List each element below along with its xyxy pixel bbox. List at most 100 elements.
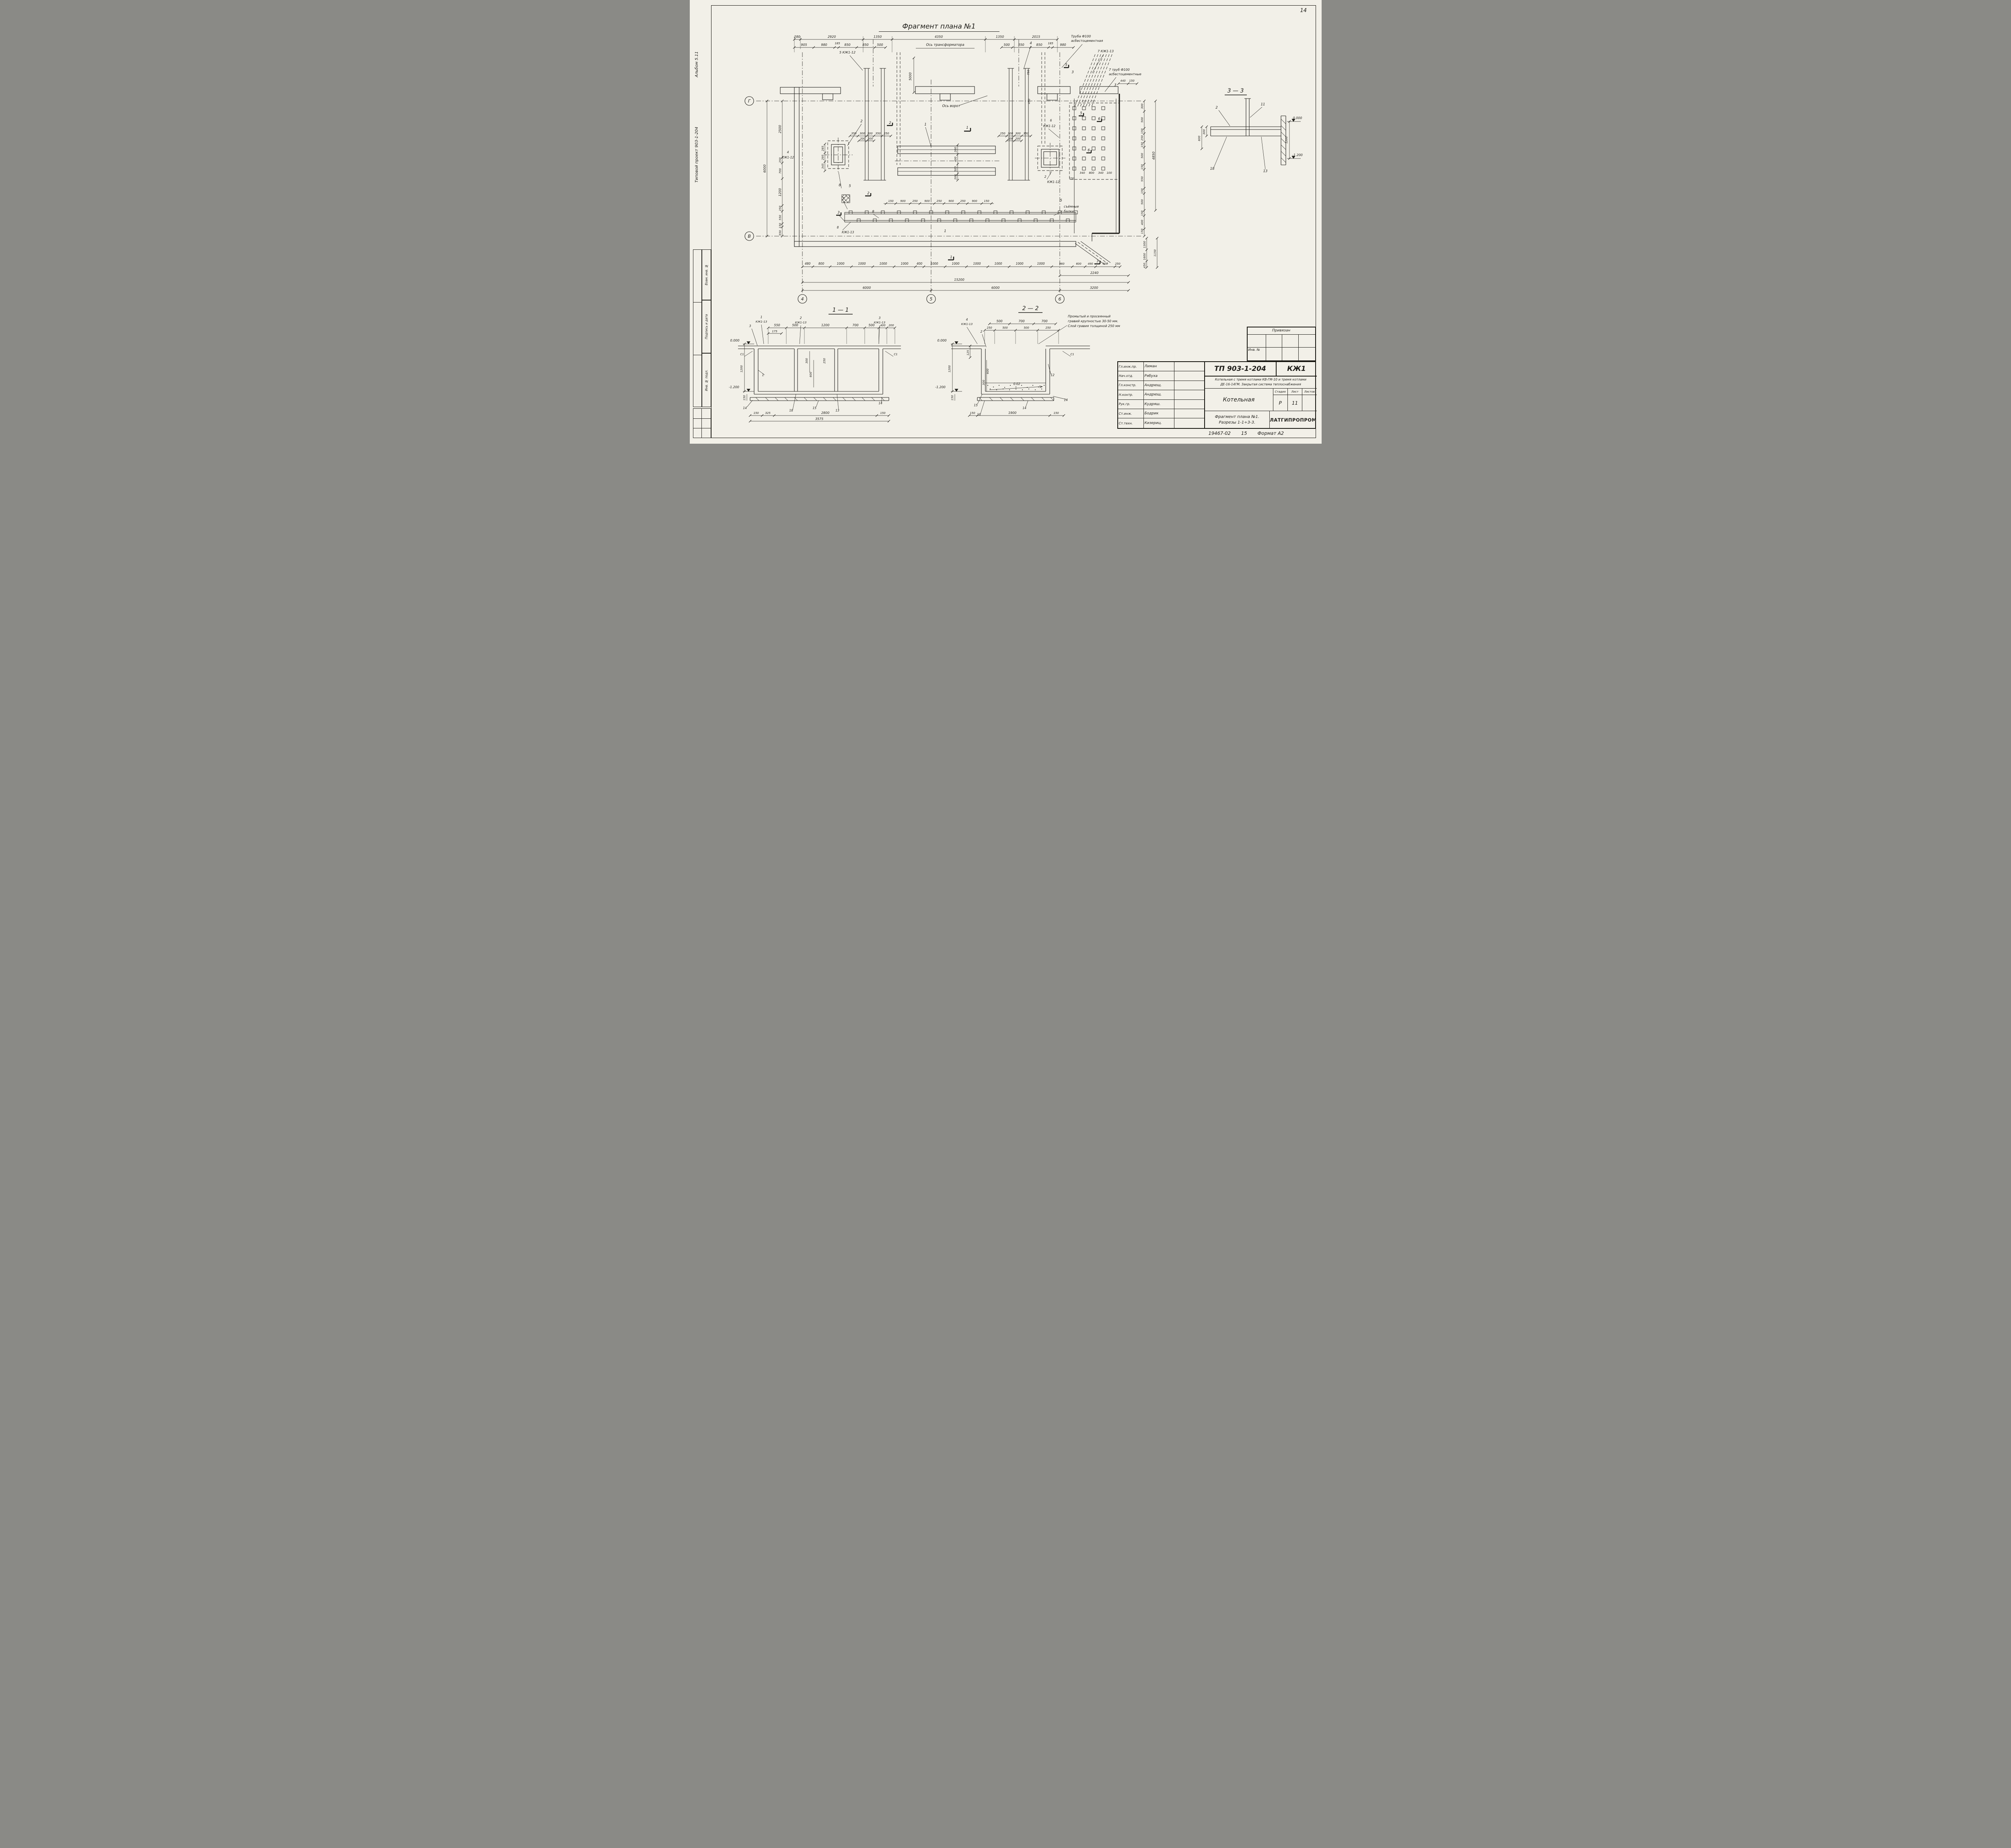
dim-label: 2920 <box>827 35 835 39</box>
corner-table <box>693 408 711 438</box>
dim-label: 15200 <box>954 278 964 282</box>
dim-label: 900 <box>1102 262 1108 265</box>
dim-label: 1200 <box>740 365 743 372</box>
name-label: Андрющ. <box>1144 381 1174 390</box>
dim-label: 1350 <box>873 35 881 39</box>
role-label: Н.контр. <box>1118 390 1144 399</box>
level-label: 0.000 <box>1293 116 1302 120</box>
dim-label: 500 <box>1002 326 1008 329</box>
sec22-texts: 2 — 2 500 700 700 250 500 500 250 4 КЖ1-… <box>935 305 1120 416</box>
boiler-foundation <box>897 146 996 176</box>
dim-label: 600 <box>1076 262 1082 265</box>
dim-label: 1000 <box>973 262 981 265</box>
dim-label: 200 <box>1008 137 1013 140</box>
dim-label: 960 <box>1059 262 1065 265</box>
dim-label: 1000 <box>952 262 959 265</box>
dim-label: 905 <box>801 43 807 47</box>
dim-label: 6000 <box>862 286 870 290</box>
dim-label: 600 <box>986 368 989 374</box>
organization-name: ЛАТГИПРОПРОМ <box>1270 417 1317 423</box>
dim-label: 1200 <box>1285 136 1288 144</box>
callout: 13 <box>1263 169 1267 173</box>
level-label: -1.200 <box>935 385 946 389</box>
removable-beams <box>844 210 1077 222</box>
dim-label: 400 <box>880 324 886 327</box>
dim-label: 185 <box>835 42 840 45</box>
section-title: 2 — 2 <box>1022 305 1038 312</box>
footer-format: Формат А2 <box>1257 430 1284 436</box>
dim-label: 345 <box>821 163 825 169</box>
dim-label: 150 <box>1141 164 1144 170</box>
dim-label: 300 <box>1008 132 1013 135</box>
dim-label: 150 <box>1141 142 1144 148</box>
dim-label: 150 <box>970 412 975 415</box>
sec11-dims <box>742 324 896 423</box>
dim-label: 900 <box>924 200 930 203</box>
dim-label: 600 <box>809 372 812 377</box>
stamp-inv: Инв. № подл. <box>701 353 711 407</box>
dim-label: 250 <box>912 200 918 203</box>
signature-row: Ст.инж.Бодрик <box>1118 409 1204 419</box>
document-number: ТП 903-1-204 <box>1205 362 1277 376</box>
dim-label: 450 <box>1143 263 1146 268</box>
transformer-axis-label: Ось трансформатора <box>926 43 964 47</box>
section-2-2-svg: 2 — 2 500 700 700 250 500 500 250 4 КЖ1-… <box>935 305 1120 417</box>
role-label: Нач.отд. <box>1118 371 1144 381</box>
privyazan-header: Привязан <box>1247 327 1315 335</box>
dim-label: 1900 <box>1008 411 1016 415</box>
callout: 1 <box>924 123 926 127</box>
dim-label: 850 <box>862 43 868 47</box>
callout: 2 <box>1215 106 1217 110</box>
transformer-columns <box>863 68 1030 181</box>
callout: КЖ1-13 <box>795 321 806 324</box>
dim-label: 250 <box>779 157 782 163</box>
callout: 1 <box>760 315 762 319</box>
plan-dashed <box>827 52 1119 264</box>
callout: КЖ1-12 <box>1043 124 1055 128</box>
dim-label: 550 <box>774 323 780 327</box>
dim-label: 280 <box>794 35 800 39</box>
dim-label: 300 <box>805 358 808 364</box>
callout: 6 <box>1050 119 1052 122</box>
dim-label: 500 <box>996 319 1002 323</box>
sec33-dims <box>1200 107 1301 170</box>
dim-label: 1000 <box>901 262 908 265</box>
drawing-frame <box>711 5 1316 438</box>
pit-left <box>831 144 845 165</box>
dim-label: 500 <box>877 43 883 47</box>
signature-row: Гл.констр.Андрющ. <box>1118 381 1204 391</box>
dim-label: 325 <box>765 412 771 415</box>
section-title: 1 — 1 <box>832 307 849 313</box>
drawing-sheet: 14 Альбом 5.11 Типовой проект 903-1-204 … <box>689 0 1322 444</box>
dim-label: 900 <box>948 200 954 203</box>
role-label: Гл.констр. <box>1118 381 1144 390</box>
dim-label: 250 <box>823 358 826 364</box>
dim-label: 250 <box>884 132 889 135</box>
pile-field <box>1072 106 1105 171</box>
dim-label: 500 <box>868 323 874 327</box>
axis-label: В <box>748 234 751 239</box>
sec22-linework <box>951 312 1090 401</box>
callout: 5 <box>849 184 851 188</box>
dim-label: 1300 <box>1143 241 1146 248</box>
callout: 8 <box>839 183 841 187</box>
footer-sheet: 15 <box>1241 430 1247 436</box>
callout: 3 <box>1071 70 1073 74</box>
plan-flags <box>836 65 1102 265</box>
signature-row: Ст.техн.Кизериц. <box>1118 418 1204 428</box>
margin-side-column <box>693 249 702 407</box>
dim-label: 1000 <box>994 262 1002 265</box>
signature-table: Гл.инж.пр.Лиман Нач.отд.Рябуха Гл.констр… <box>1118 362 1205 428</box>
callout: 8 <box>872 210 874 214</box>
dim-label: 1200 <box>778 188 782 196</box>
privyazan-table: Привязан Инв. № <box>1246 327 1316 361</box>
beam-note: съёмные <box>1064 205 1079 208</box>
dim-label: 500 <box>1141 117 1144 123</box>
gravel-note: Промытый и просеянный <box>1068 315 1110 318</box>
dim-label: 3575 <box>815 417 823 421</box>
plan-structure <box>744 68 1120 304</box>
plan-texts: Г В 4 5 6 280 2920 1350 4350 1350 2015 9… <box>748 35 1157 302</box>
plan-axes <box>756 39 1142 293</box>
dim-label: 350 <box>875 132 881 135</box>
axis-label: 4 <box>801 296 804 302</box>
